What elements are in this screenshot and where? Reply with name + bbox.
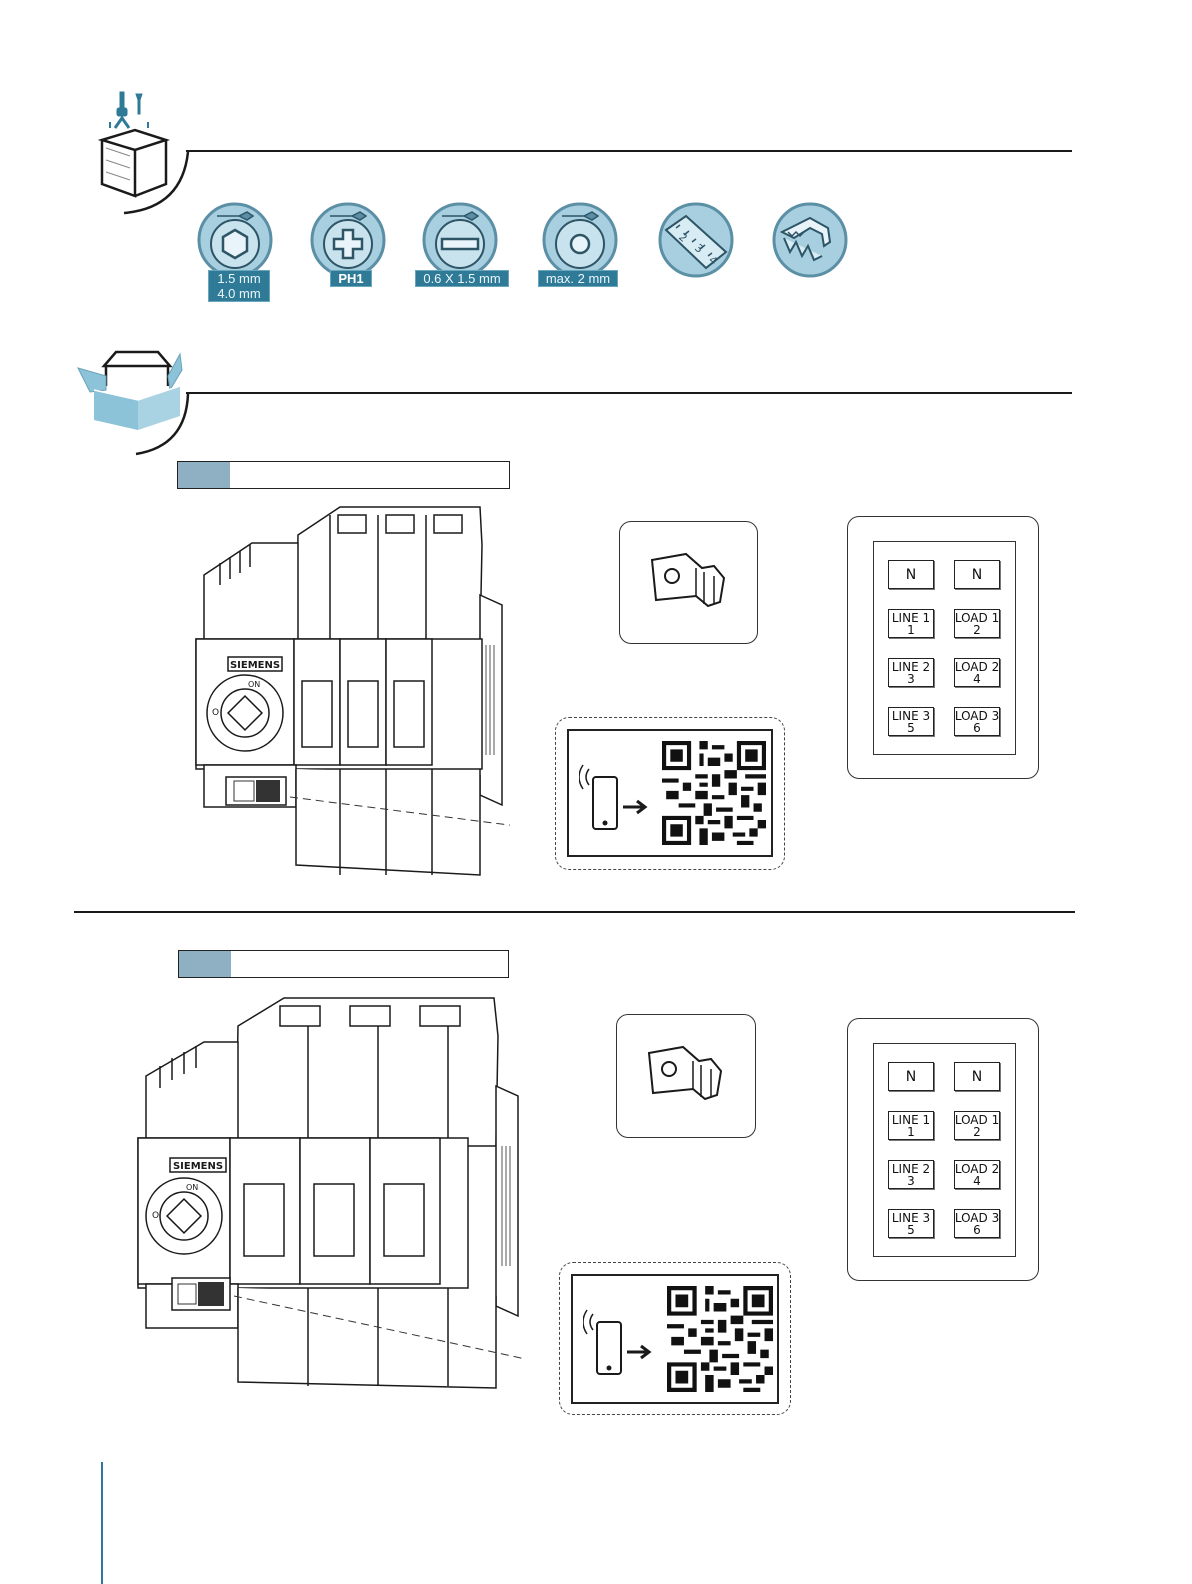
qr-code-panel-1 <box>555 717 785 870</box>
variant-1-tag-swatch <box>178 462 230 488</box>
round-tip-size: max. 2 mm <box>546 271 610 286</box>
qr-label-1 <box>567 729 773 857</box>
wire-stripper-icon <box>770 202 850 282</box>
tools-section-rule <box>186 150 1072 152</box>
switch-disconnector-3pole-large: SIEMENS ON O <box>134 996 524 1396</box>
variant-2-tag <box>178 950 509 978</box>
mounting-clip-icon <box>641 1039 729 1111</box>
clip-accessory-panel-1 <box>619 521 758 644</box>
flat-screwdriver-size: 0.6 X 1.5 mm <box>423 271 500 286</box>
smartphone-scan-icon <box>583 1308 653 1388</box>
siemens-logo: SIEMENS <box>230 660 280 671</box>
qr-code-panel-2 <box>559 1262 791 1415</box>
clip-accessory-panel-2 <box>616 1014 756 1138</box>
wire-stripper-tool <box>770 202 850 282</box>
qr-label-2 <box>571 1274 779 1404</box>
variant-1-tag <box>177 461 510 489</box>
terminal-label: N <box>888 1062 934 1091</box>
terminal-label: N <box>888 560 934 589</box>
round-tip-label: max. 2 mm <box>538 270 618 287</box>
phillips-label: PH1 <box>330 270 372 287</box>
open-box-icon <box>76 346 201 456</box>
qr-code-2 <box>667 1286 773 1392</box>
switch-disconnector-3pole: SIEMENS ON O <box>190 505 510 885</box>
terminal-label: N <box>954 1062 1000 1091</box>
hex-key-size-2: 4.0 mm <box>217 286 260 301</box>
siemens-logo: SIEMENS <box>173 1161 223 1172</box>
phillips-size: PH1 <box>338 271 363 286</box>
hex-key-label: 1.5 mm 4.0 mm <box>208 270 270 302</box>
page-margin-bar <box>101 1462 103 1584</box>
terminal-label: N <box>954 560 1000 589</box>
tools-box-icon <box>90 88 200 218</box>
dial-on-label: ON <box>186 1183 198 1192</box>
measuring-ruler-tool: 2 3 4 <box>656 202 736 282</box>
flat-screwdriver-label: 0.6 X 1.5 mm <box>415 270 509 287</box>
hex-key-size-1: 1.5 mm <box>217 271 260 286</box>
dial-off-label: O <box>212 708 219 718</box>
dial-on-label: ON <box>248 680 260 689</box>
mounting-clip-icon <box>644 546 732 618</box>
qr-code-1 <box>662 741 766 845</box>
contents-section-rule <box>186 392 1072 394</box>
variant-divider <box>74 911 1075 913</box>
variant-2-tag-swatch <box>179 951 231 977</box>
ruler-icon: 2 3 4 <box>656 202 736 282</box>
dial-off-label: O <box>152 1211 159 1221</box>
smartphone-scan-icon <box>579 763 649 843</box>
